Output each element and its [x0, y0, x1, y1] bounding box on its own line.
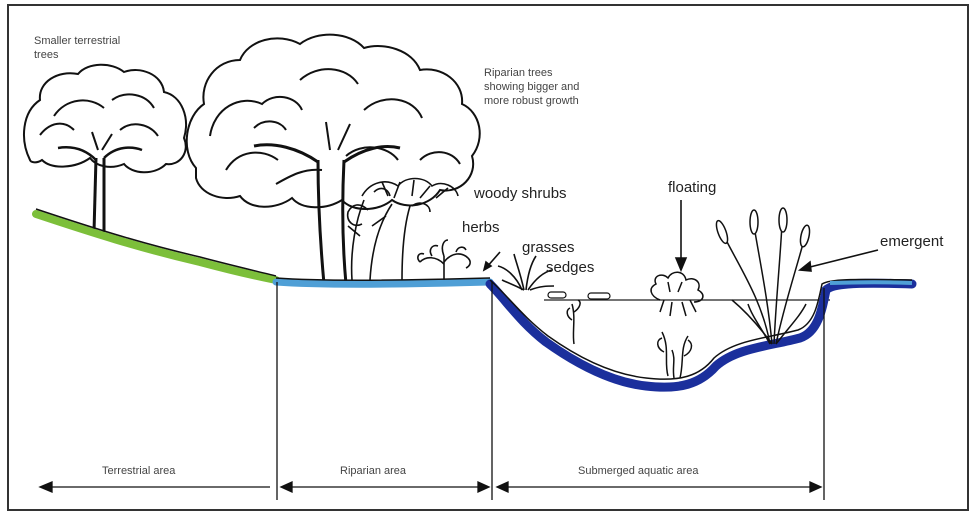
floating-plant: [651, 272, 703, 316]
label-emergent: emergent: [880, 233, 944, 250]
label-woody-shrubs: woody shrubs: [473, 185, 567, 202]
emergent-arrow: [800, 250, 878, 271]
terrestrial-ground: [36, 214, 276, 280]
label-smaller-trees-line1: Smaller terrestrial: [34, 35, 120, 47]
label-smaller-trees-line2: trees: [34, 49, 59, 61]
terrestrial-tree: [24, 65, 186, 232]
zone-arrows: [40, 482, 821, 492]
label-riparian-area: Riparian area: [340, 465, 407, 477]
label-herbs: herbs: [462, 219, 500, 236]
label-riparian-trees-line2: showing bigger and: [484, 81, 579, 93]
submerged-channel: [490, 283, 912, 387]
label-sedges: sedges: [546, 259, 594, 276]
riparian-ground: [276, 282, 490, 284]
woody-shrub: [348, 179, 458, 281]
label-riparian-trees-line1: Riparian trees: [484, 67, 553, 79]
label-grasses: grasses: [522, 239, 575, 256]
label-terrestrial-area: Terrestrial area: [102, 465, 176, 477]
herbs-arrow: [484, 252, 500, 270]
bank-stones: [548, 292, 610, 299]
floating-arrow: [676, 200, 686, 270]
riparian-tree: [187, 35, 480, 284]
emergent-plant: [714, 208, 811, 344]
label-submerged-aquatic-area: Submerged aquatic area: [578, 465, 699, 477]
label-floating: floating: [668, 179, 716, 196]
herb-plant: [418, 240, 470, 282]
label-riparian-trees-line3: more robust growth: [484, 95, 579, 107]
